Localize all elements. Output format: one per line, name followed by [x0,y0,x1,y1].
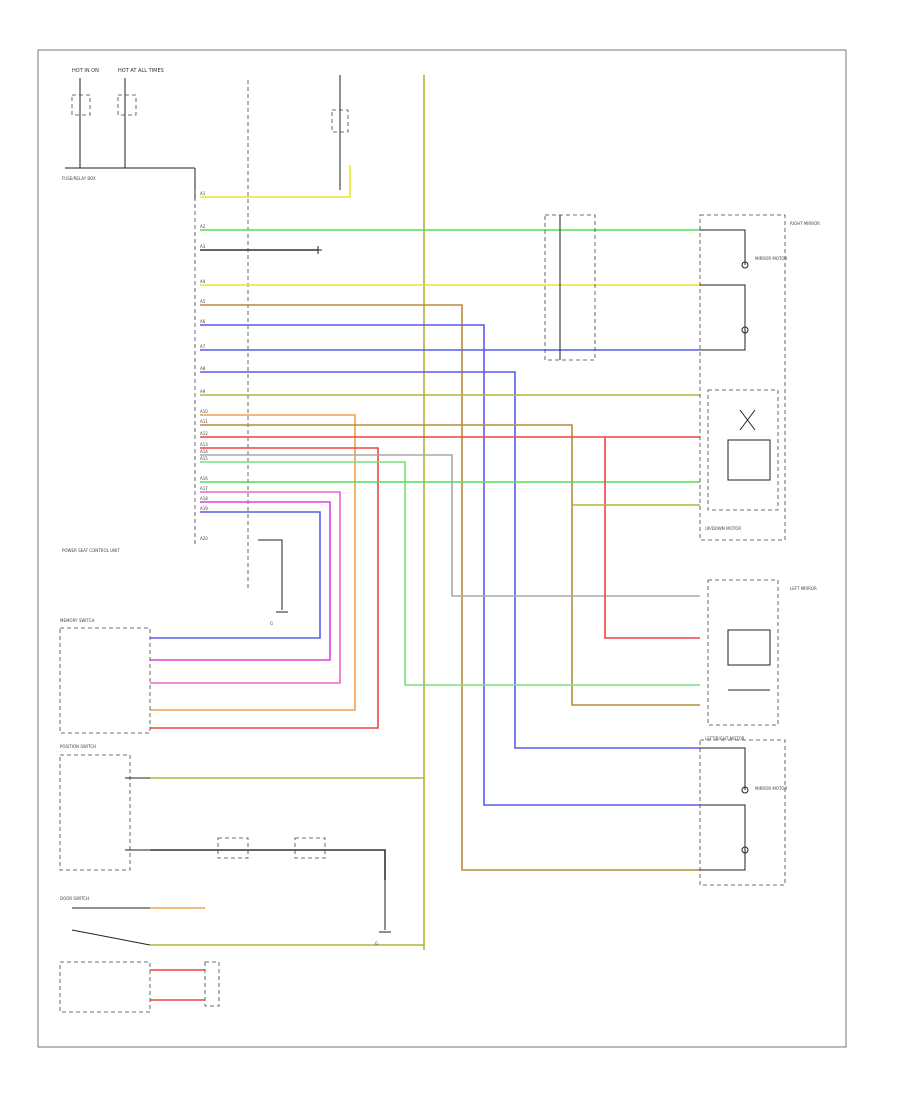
pin-a12: A12 [200,431,208,436]
control-unit: POWER SEAT CONTROL UNIT [62,190,196,553]
left-right-motor-label: LEFT/RIGHT MOTOR [705,736,745,741]
mirror-motor-l-label: MIRROR MOTOR [755,786,788,791]
right-mirror-label: RIGHT MIRROR [790,221,820,226]
position-switch-label: POSITION SWITCH [60,744,96,749]
ground-label-1: G [270,621,273,626]
pin-a17: A17 [200,486,208,491]
control-unit-label: POWER SEAT CONTROL UNIT [62,548,120,553]
mirror-right: RIGHT MIRROR MIRROR MOTOR UP/DOWN MOTOR [699,214,820,541]
door-switch-label: DOOR SWITCH [60,896,89,901]
power-label-1: HOT IN ON [72,68,99,74]
pin-a20: A20 [200,536,208,541]
pin-a16: A16 [200,476,208,481]
fuse-center-label: FUSE/RELAY BOX [62,176,96,181]
pin-a15: A15 [200,456,208,461]
pin-a11: A11 [200,419,208,424]
pin-a4: A4 [200,279,206,284]
pin-a19: A19 [200,506,208,511]
pin-a14: A14 [200,449,208,454]
pin-a18: A18 [200,496,208,501]
pin-a6: A6 [200,319,206,324]
pin-labels: A1 A2 A3 A4 A5 A6 A7 A8 A9 A10 A11 A12 A… [200,191,208,541]
relay-boxes [204,837,326,1007]
pin-a9: A9 [200,389,206,394]
ground-symbols: G G [258,246,391,946]
junction-connector [544,214,596,361]
pin-a8: A8 [200,366,206,371]
power-section: HOT IN ON HOT AT ALL TIMES FUSE/RELAY BO… [62,68,425,950]
power-label-2: HOT AT ALL TIMES [118,68,164,74]
memory-switch: MEMORY SWITCH POSITION SWITCH DOOR SWITC… [59,618,151,1013]
pin-a1: A1 [200,191,206,196]
pin-a2: A2 [200,224,206,229]
memory-switch-label: MEMORY SWITCH [60,618,95,623]
pin-a13: A13 [200,442,208,447]
pin-a10: A10 [200,409,208,414]
mirror-left: LEFT MIRROR LEFT/RIGHT MOTOR MIRROR MOTO… [699,579,817,886]
mirror-motor-r-label: MIRROR MOTOR [755,256,788,261]
up-down-motor-label: UP/DOWN MOTOR [705,526,741,531]
pin-a5: A5 [200,299,206,304]
main-wires [150,165,700,1001]
pin-a7: A7 [200,344,206,349]
pin-a3: A3 [200,244,206,249]
left-mirror-label: LEFT MIRROR [790,586,817,591]
diagram-border [37,49,847,1048]
ground-label-2: G [375,941,378,946]
